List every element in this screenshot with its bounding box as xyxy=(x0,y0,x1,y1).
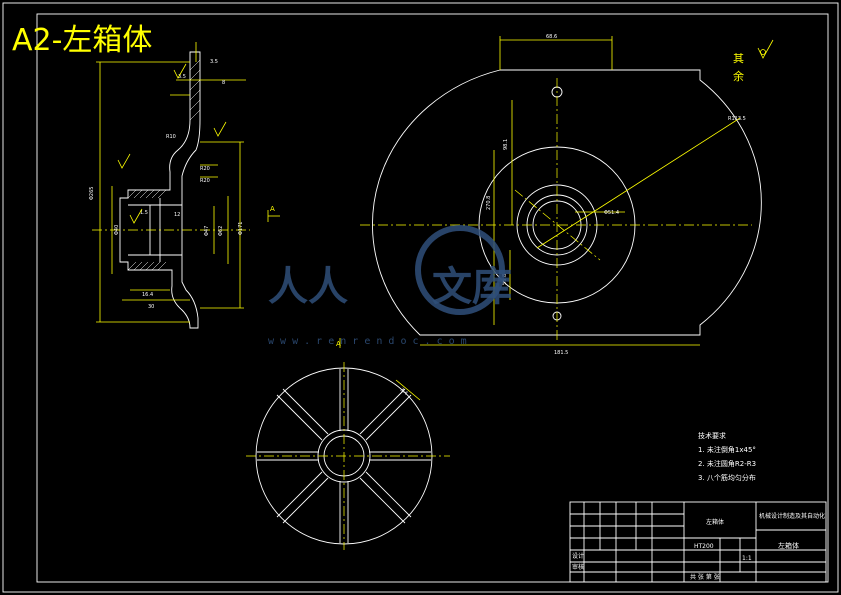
tb-school: 机械设计制造及其自动化 xyxy=(759,512,825,520)
svg-text:8: 8 xyxy=(222,80,225,86)
sheet-title: A2-左箱体 xyxy=(12,23,152,58)
svg-text:Φ51.4: Φ51.4 xyxy=(604,210,619,216)
svg-text:R10: R10 xyxy=(166,134,176,140)
svg-text:30: 30 xyxy=(148,304,154,310)
watermark-url: w w w . r e n r e n d o c . c o m xyxy=(268,336,467,347)
svg-text:12: 12 xyxy=(174,212,180,218)
title-block: 左箱体 机械设计制造及其自动化 左箱体 HT200 1:1 设计 审核 共 张 … xyxy=(569,501,827,583)
section-view: Φ265 Φ171 Φ62 Φ47 Φ40 30 16.4 R20 R20 R1… xyxy=(89,42,250,329)
tech-item-3: 3. 八个筋均匀分布 xyxy=(698,473,756,482)
tb-check: 审核 xyxy=(572,563,584,571)
tech-requirements: 技术要求 1. 未注倒角1x45° 2. 未注圆角R2-R3 3. 八个筋均匀分… xyxy=(698,431,756,482)
svg-text:16.4: 16.4 xyxy=(142,292,153,298)
svg-text:Φ47: Φ47 xyxy=(204,226,210,236)
svg-text:Φ62: Φ62 xyxy=(218,226,224,236)
svg-text:Φ265: Φ265 xyxy=(89,187,95,200)
inner-border xyxy=(36,13,829,583)
roughness-label-2: 余 xyxy=(733,69,744,83)
tb-design: 设计 xyxy=(572,552,584,560)
tech-item-1: 1. 未注倒角1x45° xyxy=(698,445,756,454)
svg-text:58.8: 58.8 xyxy=(502,274,508,285)
svg-text:3.5: 3.5 xyxy=(178,74,186,80)
rib-view: 3.4 xyxy=(246,362,450,550)
tb-scale: 1:1 xyxy=(742,555,752,562)
svg-text:1.5: 1.5 xyxy=(140,210,148,216)
svg-text:Φ40: Φ40 xyxy=(114,225,120,235)
tb-part-name: 左箱体 xyxy=(778,541,799,550)
roughness-symbol xyxy=(757,39,774,59)
svg-text:98.1: 98.1 xyxy=(503,139,509,150)
watermark: 人人 文库 w w w . r e n r e n d o c . c o m xyxy=(268,225,512,347)
watermark-logo-icon xyxy=(415,225,505,315)
section-marker-left: A xyxy=(270,205,275,213)
tb-sheet: 共 张 第 张 xyxy=(690,573,720,581)
tech-item-2: 2. 未注圆角R2-R3 xyxy=(698,459,756,468)
svg-text:R20: R20 xyxy=(200,178,210,184)
svg-text:R20: R20 xyxy=(200,166,210,172)
roughness-label-1: 其 xyxy=(733,52,744,65)
watermark-text-1: 人人 xyxy=(268,264,348,310)
svg-text:181.5: 181.5 xyxy=(554,350,568,356)
svg-text:68.6: 68.6 xyxy=(546,34,557,40)
front-view: 68.6 181.5 98.1 270.8 58.8 R113.5 Φ51.4 xyxy=(360,34,762,356)
watermark-text-2: 文库 xyxy=(432,264,512,310)
svg-text:3.4: 3.4 xyxy=(399,387,409,397)
tb-part-name-top: 左箱体 xyxy=(706,518,724,526)
section-marker-bottom: A xyxy=(336,340,341,348)
svg-text:3.5: 3.5 xyxy=(210,59,218,65)
tech-heading: 技术要求 xyxy=(698,431,726,440)
svg-text:270.8: 270.8 xyxy=(486,196,492,210)
svg-text:R113.5: R113.5 xyxy=(728,116,746,122)
svg-text:Φ171: Φ171 xyxy=(238,222,244,235)
tb-material: HT200 xyxy=(694,543,714,550)
